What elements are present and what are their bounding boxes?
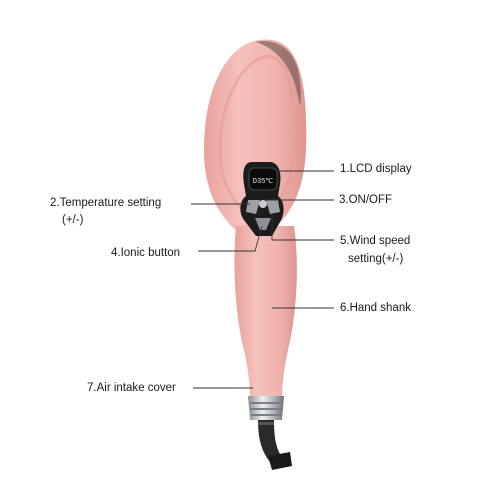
collar-ridge-1 <box>250 402 282 404</box>
label-hand-shank: 6.Hand shank <box>340 302 411 314</box>
temperature-button[interactable] <box>246 200 260 214</box>
callout-line-wind-speed <box>271 214 334 241</box>
label-air-intake-cover: 7.Air intake cover <box>87 382 176 394</box>
label-ionic-button: 4.Ionic button <box>111 247 181 259</box>
label-lcd-display: 1.LCD display <box>340 163 412 175</box>
label-on-off: 3.ON/OFF <box>339 194 393 206</box>
label-wind-speed-range: setting(+/-) <box>348 253 404 265</box>
brush-head <box>204 39 307 232</box>
on-off-button[interactable] <box>259 200 267 208</box>
label-wind-speed: 5.Wind speed <box>340 235 411 247</box>
power-cord <box>258 420 284 462</box>
ionic-button[interactable] <box>255 218 271 230</box>
lcd-readout: D35℃ <box>253 178 274 186</box>
callout-line-ionic <box>198 225 263 252</box>
wind-speed-button[interactable] <box>266 200 280 214</box>
collar-ridge-2 <box>250 408 282 410</box>
cord-end <box>268 452 292 470</box>
collar-ridge-3 <box>251 414 281 416</box>
cord-ring <box>258 422 274 425</box>
label-temperature-setting: 2.Temperature setting <box>50 197 162 209</box>
brush-head-rim <box>256 41 301 106</box>
lcd-display <box>248 167 278 191</box>
label-temperature-setting-range: (+/-) <box>62 214 84 226</box>
hand-shank <box>234 226 297 398</box>
